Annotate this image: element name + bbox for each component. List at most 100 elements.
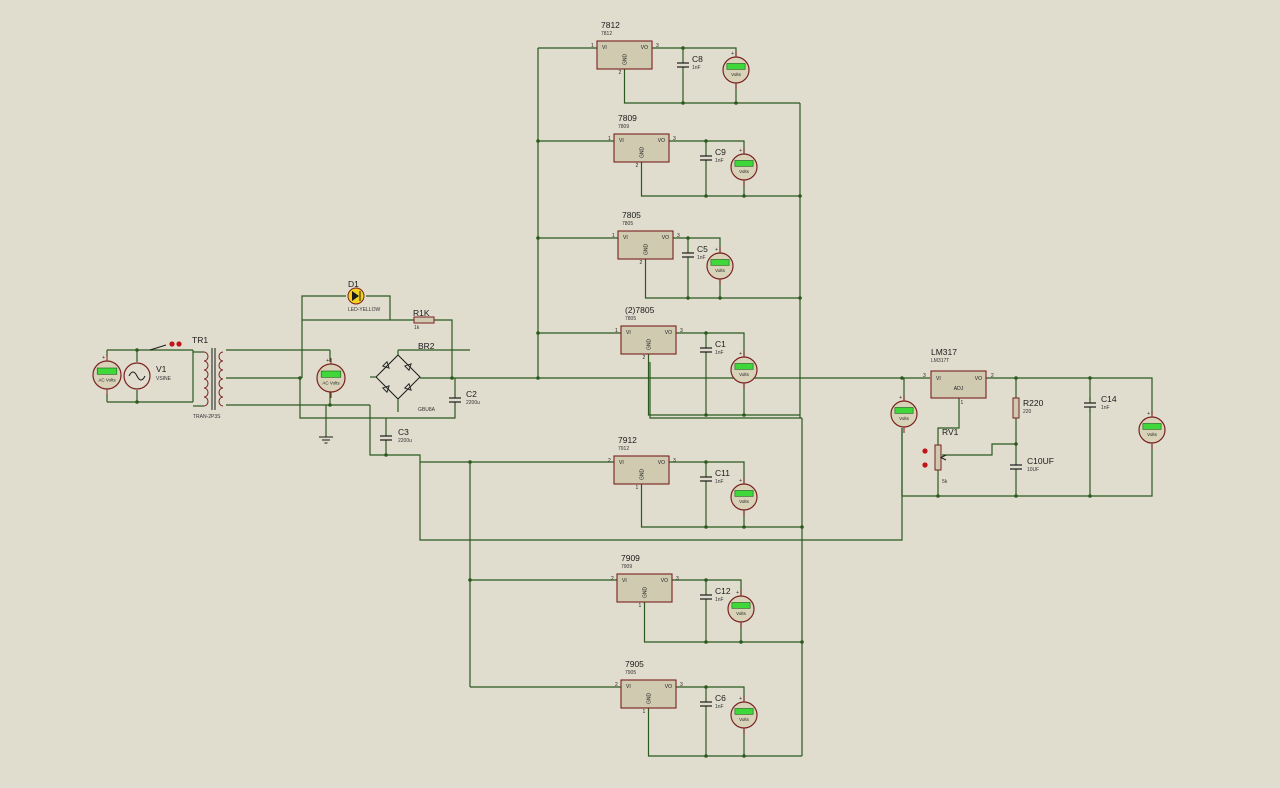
dc-voltmeter-lm317-in[interactable]: Volts+ [890, 395, 918, 433]
switch-blade [149, 344, 167, 351]
secondary-coil-turn [218, 378, 224, 389]
junction-dot [739, 640, 743, 644]
dc-voltmeter-reg-4[interactable]: Volts+ [730, 478, 758, 516]
input-switch[interactable] [149, 341, 182, 351]
regulator-body [620, 679, 677, 709]
ac-voltmeter-secondary[interactable]: AC Volts+ [316, 358, 346, 398]
wire [902, 445, 1153, 497]
pot-increase-dot[interactable] [922, 448, 928, 454]
regulator-in-pin: 1 [608, 136, 611, 142]
cap-value: 1nF [715, 350, 724, 356]
regulator-vo-label: VO [665, 684, 672, 690]
junction-dot [135, 400, 139, 404]
regulator-out-pin: 3 [680, 328, 683, 334]
meter-plus-label: + [102, 355, 105, 361]
junction-dot [704, 331, 708, 335]
meter-body [727, 595, 755, 623]
regulator-ref: 7805 [622, 210, 641, 220]
cap-value: 1nF [715, 479, 724, 485]
dc-voltmeter-reg-5[interactable]: Volts+ [727, 590, 755, 628]
dc-voltmeter-reg-0[interactable]: Volts+ [722, 51, 750, 89]
regulator-out-pin: 3 [673, 136, 676, 142]
junction-dot [135, 348, 139, 352]
regulator-body [613, 133, 670, 163]
resistor-ref: R1K [413, 308, 430, 318]
primary-coil-turn [203, 351, 209, 362]
junction-dot [900, 376, 904, 380]
junction-dot [704, 413, 708, 417]
regulator-vi-label: VI [602, 45, 607, 51]
dc-voltmeter-lm317-out[interactable]: Volts+ [1138, 411, 1166, 449]
regulator-value: 7809 [618, 124, 629, 130]
cap-value: 1nF [715, 597, 724, 603]
transformer-value: TRAN-2P3S [193, 414, 221, 420]
regulator-gnd-label: GND [643, 587, 649, 599]
meter-plus-label: + [1147, 411, 1150, 417]
regulator-in-pin: 1 [591, 43, 594, 49]
meter-lcd [734, 490, 754, 497]
cap-ref: C14 [1101, 394, 1117, 404]
junction-dot [1088, 376, 1092, 380]
led-value: LED-YELLOW [348, 307, 381, 313]
switch-toggle-dot[interactable] [176, 341, 182, 347]
bridge-diode [403, 363, 412, 372]
dc-voltmeter-reg-3[interactable]: Volts+ [730, 351, 758, 389]
meter-unit-label: Volts [739, 169, 750, 174]
pot-ref: RV1 [942, 427, 959, 437]
dc-voltmeter-reg-1[interactable]: Volts+ [730, 148, 758, 186]
meter-unit-label: Volts [715, 268, 726, 273]
junction-dot [704, 194, 708, 198]
meter-lcd [726, 63, 746, 70]
cap-ref: C1 [715, 339, 726, 349]
lm317-ref: LM317 [931, 347, 957, 357]
pot-decrease-dot[interactable] [922, 462, 928, 468]
meter-body [706, 252, 734, 280]
regulator-gnd-label: GND [640, 147, 646, 159]
meter-plus-label: + [326, 358, 329, 364]
wire [676, 332, 745, 356]
ac-voltmeter-input[interactable]: AC Volts+ [92, 355, 122, 395]
regulator-vo-label: VO [658, 460, 665, 466]
switch-toggle-dot[interactable] [169, 341, 175, 347]
dc-voltmeter-reg-6[interactable]: Volts+ [730, 696, 758, 734]
junction-dot [704, 685, 708, 689]
regulator-out-pin: 3 [680, 682, 683, 688]
source-body [123, 362, 151, 390]
wire [369, 405, 903, 541]
meter-lcd [734, 708, 754, 715]
cap-ref: C11 [715, 468, 730, 478]
regulator-vi-label: VI [623, 235, 628, 241]
regulator-in-pin: 2 [611, 576, 614, 582]
source-ref: V1 [156, 364, 167, 374]
dc-voltmeter-reg-2[interactable]: Volts+ [706, 247, 734, 285]
meter-lcd [1142, 423, 1162, 430]
